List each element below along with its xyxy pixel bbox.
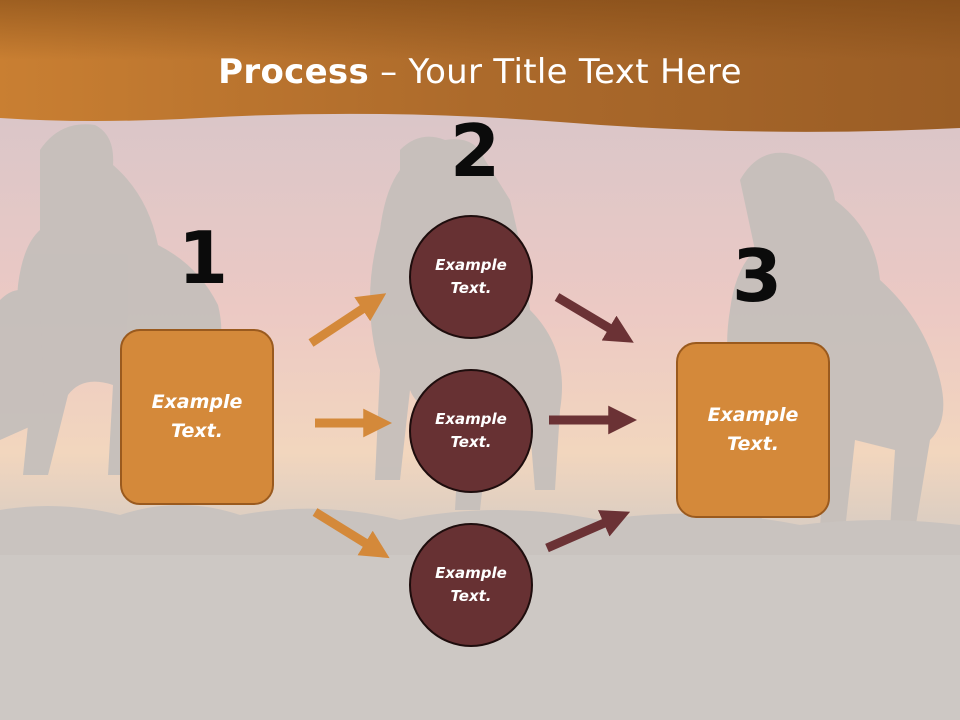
step-3-box[interactable]: Example Text. xyxy=(676,342,830,518)
title-bold: Process xyxy=(218,52,370,92)
step-number-3: 3 xyxy=(732,234,783,318)
arrow-from-circle-bottom xyxy=(545,510,631,553)
arrow-to-circle-top xyxy=(308,293,387,347)
arrow-to-circle-bottom xyxy=(312,508,390,559)
slide-title: Process – Your Title Text Here xyxy=(0,52,960,92)
step-1-box[interactable]: Example Text. xyxy=(120,329,274,505)
step-2-circle-bottom[interactable]: Example Text. xyxy=(409,523,533,647)
arrow-from-circle-top xyxy=(554,293,634,343)
circle-bottom-label: Example Text. xyxy=(435,564,507,605)
step-number-1: 1 xyxy=(178,216,229,300)
step-2-circle-middle[interactable]: Example Text. xyxy=(409,369,533,493)
circle-top-label: Example Text. xyxy=(435,256,507,297)
step-3-label: Example Text. xyxy=(707,404,799,455)
step-1-label: Example Text. xyxy=(151,391,243,442)
step-number-2: 2 xyxy=(450,109,501,193)
step-2-circle-top[interactable]: Example Text. xyxy=(409,215,533,339)
circle-middle-label: Example Text. xyxy=(435,410,507,451)
title-rest: – Your Title Text Here xyxy=(369,52,742,92)
